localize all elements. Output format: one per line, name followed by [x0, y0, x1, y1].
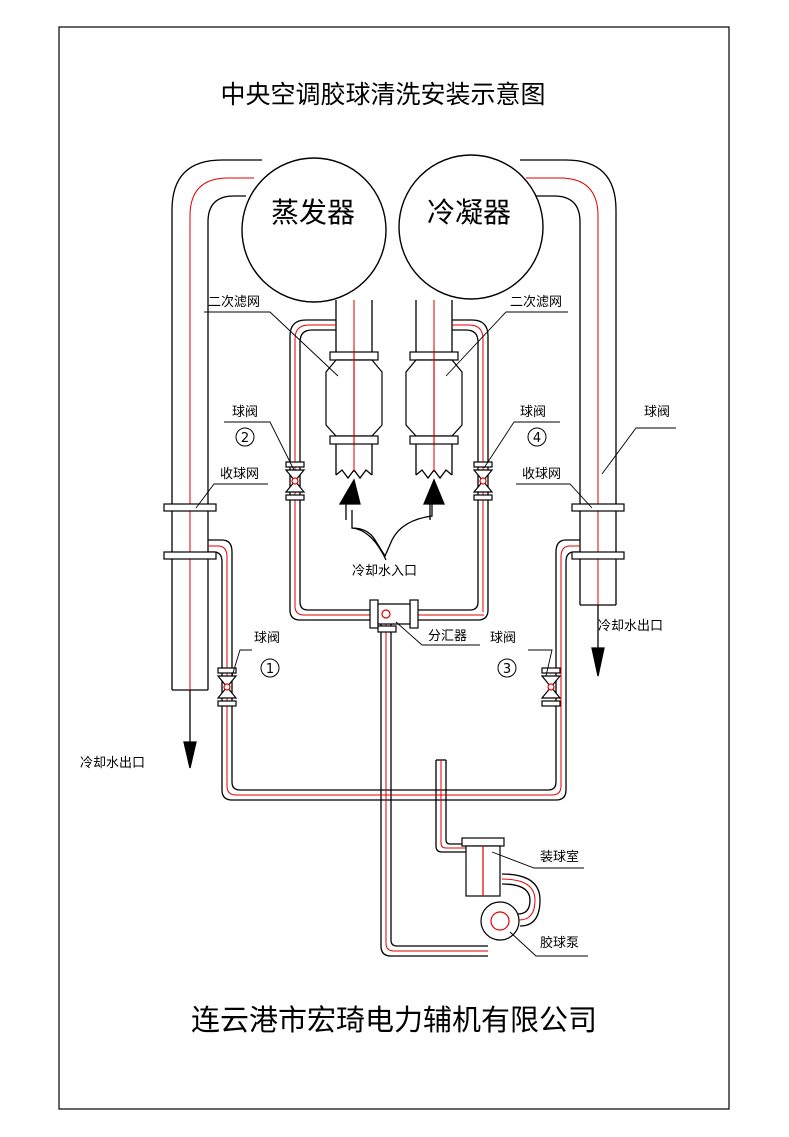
collector-net-right — [571, 503, 625, 560]
leader-lines — [195, 311, 676, 957]
label-ball-valve-2: 球阀 — [232, 405, 258, 420]
ball-valve-1 — [216, 667, 238, 707]
label-cooling-water-outlet-left: 冷却水出口 — [80, 756, 145, 771]
label-secondary-filter-left: 二次滤网 — [208, 294, 260, 310]
condenser-label: 冷凝器 — [427, 196, 511, 229]
condenser-tank — [398, 154, 544, 300]
inlet-fork — [351, 502, 433, 558]
label-ball-valve-4: 球阀 — [520, 405, 546, 420]
label-distributor: 分汇器 — [428, 629, 467, 644]
label-ball-pump: 胶球泵 — [540, 935, 579, 951]
label-collector-right: 收球网 — [522, 467, 561, 482]
right-outlet-pipe-outer — [520, 159, 617, 605]
diagram-title: 中央空调胶球清洗安装示意图 — [220, 80, 545, 109]
label-cooling-water-outlet-right: 冷却水出口 — [598, 619, 663, 634]
left-outlet-pipe-outer — [171, 159, 262, 690]
left-outlet-pipe-inner — [207, 195, 246, 690]
valve-number-markers — [235, 427, 547, 678]
label-ball-valve-1: 球阀 — [254, 631, 280, 646]
label-ball-valve-3: 球阀 — [490, 631, 516, 646]
label-ball-valve-right-pipe: 球阀 — [644, 405, 670, 420]
collector-net-left — [163, 503, 217, 560]
ball-valve-3 — [540, 667, 562, 707]
ball-pump — [480, 901, 520, 941]
valve-number-1: 1 — [266, 662, 274, 677]
pipe-outlines — [171, 159, 617, 957]
secondary-filter-right — [405, 351, 463, 445]
ball-valve-2 — [284, 461, 306, 501]
label-collector-left: 收球网 — [220, 467, 259, 482]
right-outlet-pipe-inner — [532, 195, 581, 605]
ball-valve-4 — [472, 461, 494, 501]
company-name: 连云港市宏琦电力辅机有限公司 — [191, 1003, 597, 1037]
ball-chamber — [461, 837, 505, 897]
distributor — [369, 599, 419, 633]
label-ball-chamber: 装球室 — [540, 849, 579, 865]
label-secondary-filter-right: 二次滤网 — [510, 294, 562, 310]
page-border — [58, 26, 730, 1110]
valve-number-2: 2 — [241, 431, 249, 446]
evaporator-tank — [241, 157, 387, 303]
valve-number-3: 3 — [503, 662, 511, 677]
secondary-filter-left — [325, 351, 383, 445]
evaporator-label: 蒸发器 — [271, 196, 355, 229]
label-cooling-water-inlet: 冷却水入口 — [352, 564, 417, 579]
flow-arrows — [183, 478, 605, 769]
valve-number-4: 4 — [533, 431, 541, 446]
